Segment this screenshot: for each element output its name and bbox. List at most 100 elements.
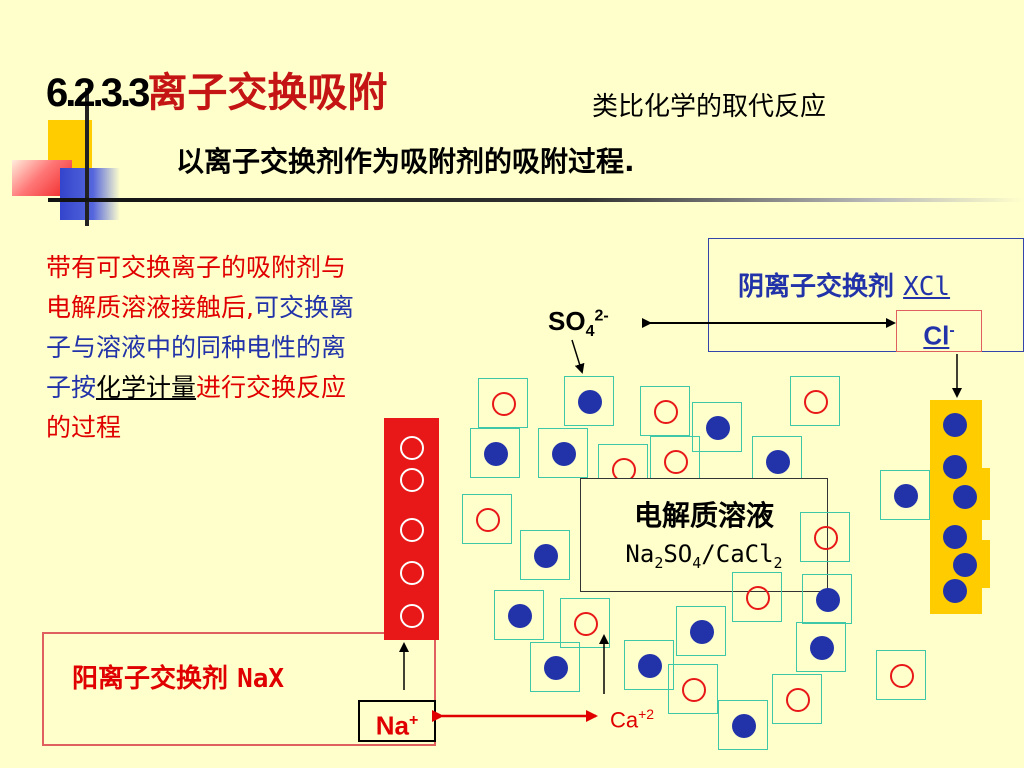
cation-ring [890,664,914,688]
anion-dot [894,484,918,508]
title-deco-blue-square [60,168,120,220]
electrolyte-solution-formula: Na2SO4/CaCl2 [580,540,828,572]
chloride-symbol: Cl [923,320,950,351]
anion-tile [796,622,846,672]
cation-tile [478,378,528,428]
title-deco-vertical-line [85,88,89,226]
cation-ring [786,688,810,712]
anion-tile [470,428,520,478]
sulfate-ion-label: SO42- [548,306,609,341]
anion-dot [706,416,730,440]
anion-tile [530,642,580,692]
cation-ring [682,678,706,702]
cation-ring [492,392,516,416]
cation-ring [654,400,678,424]
cation-ring [574,612,598,636]
anion-tile [880,470,930,520]
chloride-ion-label: Cl- [896,310,982,352]
chloride-charge: - [949,322,955,339]
cation-tile [772,674,822,724]
cation-exchanger-label: 阳离子交换剂 NaX [72,658,284,695]
anion-dot [484,442,508,466]
cation-tile [876,650,926,700]
exchangeable-cation-ring [400,436,424,460]
anion-dot [552,442,576,466]
anion-exchanger-site [940,540,990,590]
anion-exchanger-site [930,442,980,492]
exchangeable-cation-ring [400,468,424,492]
definition-text: 以离子交换剂作为吸附剂的吸附过程. [176,145,635,178]
cation-tile [790,376,840,426]
sodium-symbol: Na [375,710,409,741]
anion-dot [953,553,977,577]
calcium-charge: +2 [638,706,655,722]
anion-exchanger-site [930,566,980,616]
formula-part: /CaCl [701,540,774,568]
cation-ring [804,390,828,414]
sulfate-symbol: SO [548,306,586,336]
exchangeable-cation-ring [400,518,424,542]
anion-dot [943,413,967,437]
cation-exchanger-box [42,632,436,746]
cation-tile [462,494,512,544]
description-paragraph: 带有可交换离子的吸附剂与电解质溶液接触后,可交换离子与溶液中的同种电性的离子按化… [46,248,362,448]
anion-tile [538,428,588,478]
formula-subscript: 2 [773,553,783,572]
slide-title: 6.2.3.3离子交换吸附 [46,60,387,118]
exchangeable-cation-ring [400,561,424,585]
formula-part: SO [663,540,693,568]
anion-exchanger-site [930,512,980,562]
anion-dot [508,604,532,628]
anion-exchanger-formula: XCl [903,272,951,302]
calcium-symbol: Ca [610,707,639,733]
analogy-note: 类比化学的取代反应 [592,92,827,122]
calcium-ion-label: Ca+2 [610,706,654,733]
cation-tile [732,572,782,622]
anion-dot [816,588,840,612]
anion-tile [676,606,726,656]
cation-ring [664,450,688,474]
sodium-charge: + [408,712,419,729]
anion-tile [520,530,570,580]
formula-part: Na [625,540,655,568]
exchangeable-cation-ring [400,604,424,628]
sulfate-charge: 2- [594,307,609,325]
electrolyte-solution-box [580,478,828,592]
sulfate-subscript: 4 [585,323,595,341]
anion-tile [692,402,742,452]
sulfate-arrow [571,339,585,374]
anion-dot [943,579,967,603]
anion-dot [534,544,558,568]
title-underline [48,198,1024,202]
electrolyte-solution-title: 电解质溶液 [633,499,774,532]
cation-exchanger-name: 阳离子交换剂 [72,664,229,694]
anion-dot [732,714,756,738]
formula-subscript: 4 [692,553,702,572]
cation-ring [476,508,500,532]
cation-tile [560,598,610,648]
anion-dot [953,485,977,509]
section-number: 6.2.3.3 [46,71,150,115]
anion-tile [624,640,674,690]
anion-exchanger-box [708,238,1024,352]
anion-dot [578,390,602,414]
anion-dot [766,450,790,474]
description-part3: 进行交换反应的过程 [46,373,347,442]
cation-exchanger-formula: NaX [237,664,285,694]
anion-dot [943,525,967,549]
anion-exchanger-name: 阴离子交换剂 [738,272,895,302]
title-text: 离子交换吸附 [147,70,388,116]
anion-dot [690,620,714,644]
anion-exchanger-label: 阴离子交换剂 XCl [738,266,950,303]
cation-ring [814,526,838,550]
cation-tile [800,512,850,562]
anion-dot [544,656,568,680]
anion-tile [564,376,614,426]
anion-exchanger-site [940,472,990,522]
cation-tile [668,664,718,714]
anion-dot [810,636,834,660]
anion-dot [943,455,967,479]
anion-tile [718,700,768,750]
cation-tile [640,386,690,436]
